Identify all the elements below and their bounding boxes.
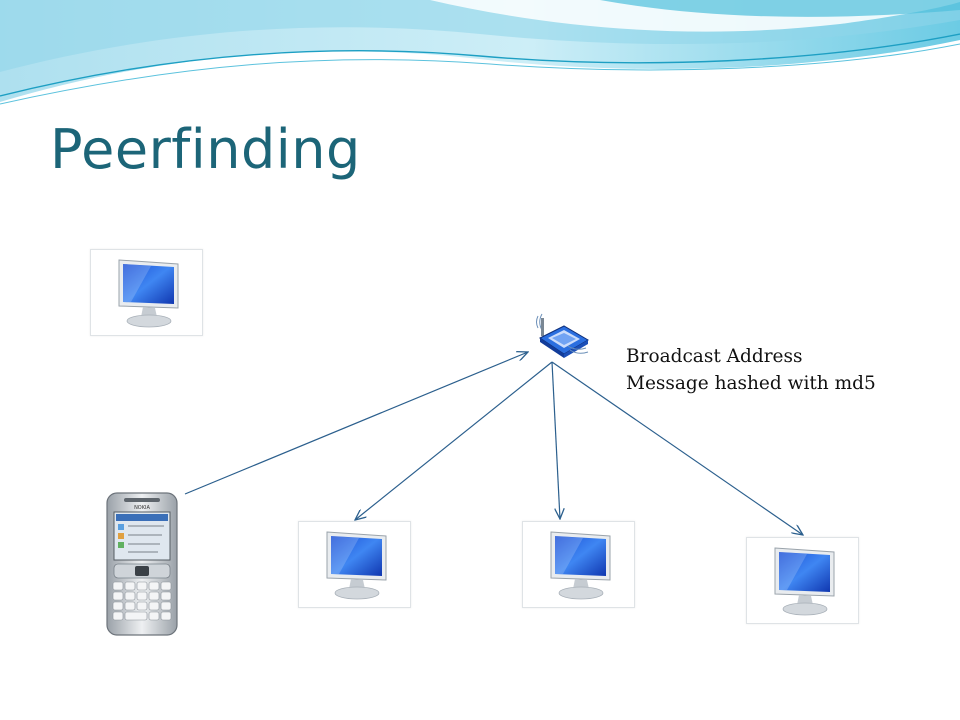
arrow-phone-to-router xyxy=(184,352,528,495)
header-wave-decoration xyxy=(0,0,960,105)
computer-tile-2 xyxy=(522,521,635,608)
computer-tile-3 xyxy=(746,537,859,624)
phone-brand-label: NOKIA xyxy=(134,505,150,511)
wireless-router-icon xyxy=(536,313,589,358)
computer-tile-top-left xyxy=(90,249,203,336)
computer-icon xyxy=(550,531,611,600)
computer-icon xyxy=(118,259,179,328)
arrow-router-to-computer-1 xyxy=(355,361,553,520)
slide-title: Peerfinding xyxy=(50,118,361,181)
broadcast-caption: Broadcast Address Message hashed with md… xyxy=(626,343,876,397)
caption-line-1: Broadcast Address xyxy=(626,346,803,367)
computer-tile-1 xyxy=(298,521,411,608)
computer-icon xyxy=(326,531,387,600)
arrow-router-to-computer-3 xyxy=(551,361,803,535)
arrow-router-to-computer-2 xyxy=(551,361,560,519)
smartphone-icon: NOKIA xyxy=(106,492,178,636)
caption-line-2: Message hashed with md5 xyxy=(626,373,876,394)
computer-icon xyxy=(774,547,835,616)
